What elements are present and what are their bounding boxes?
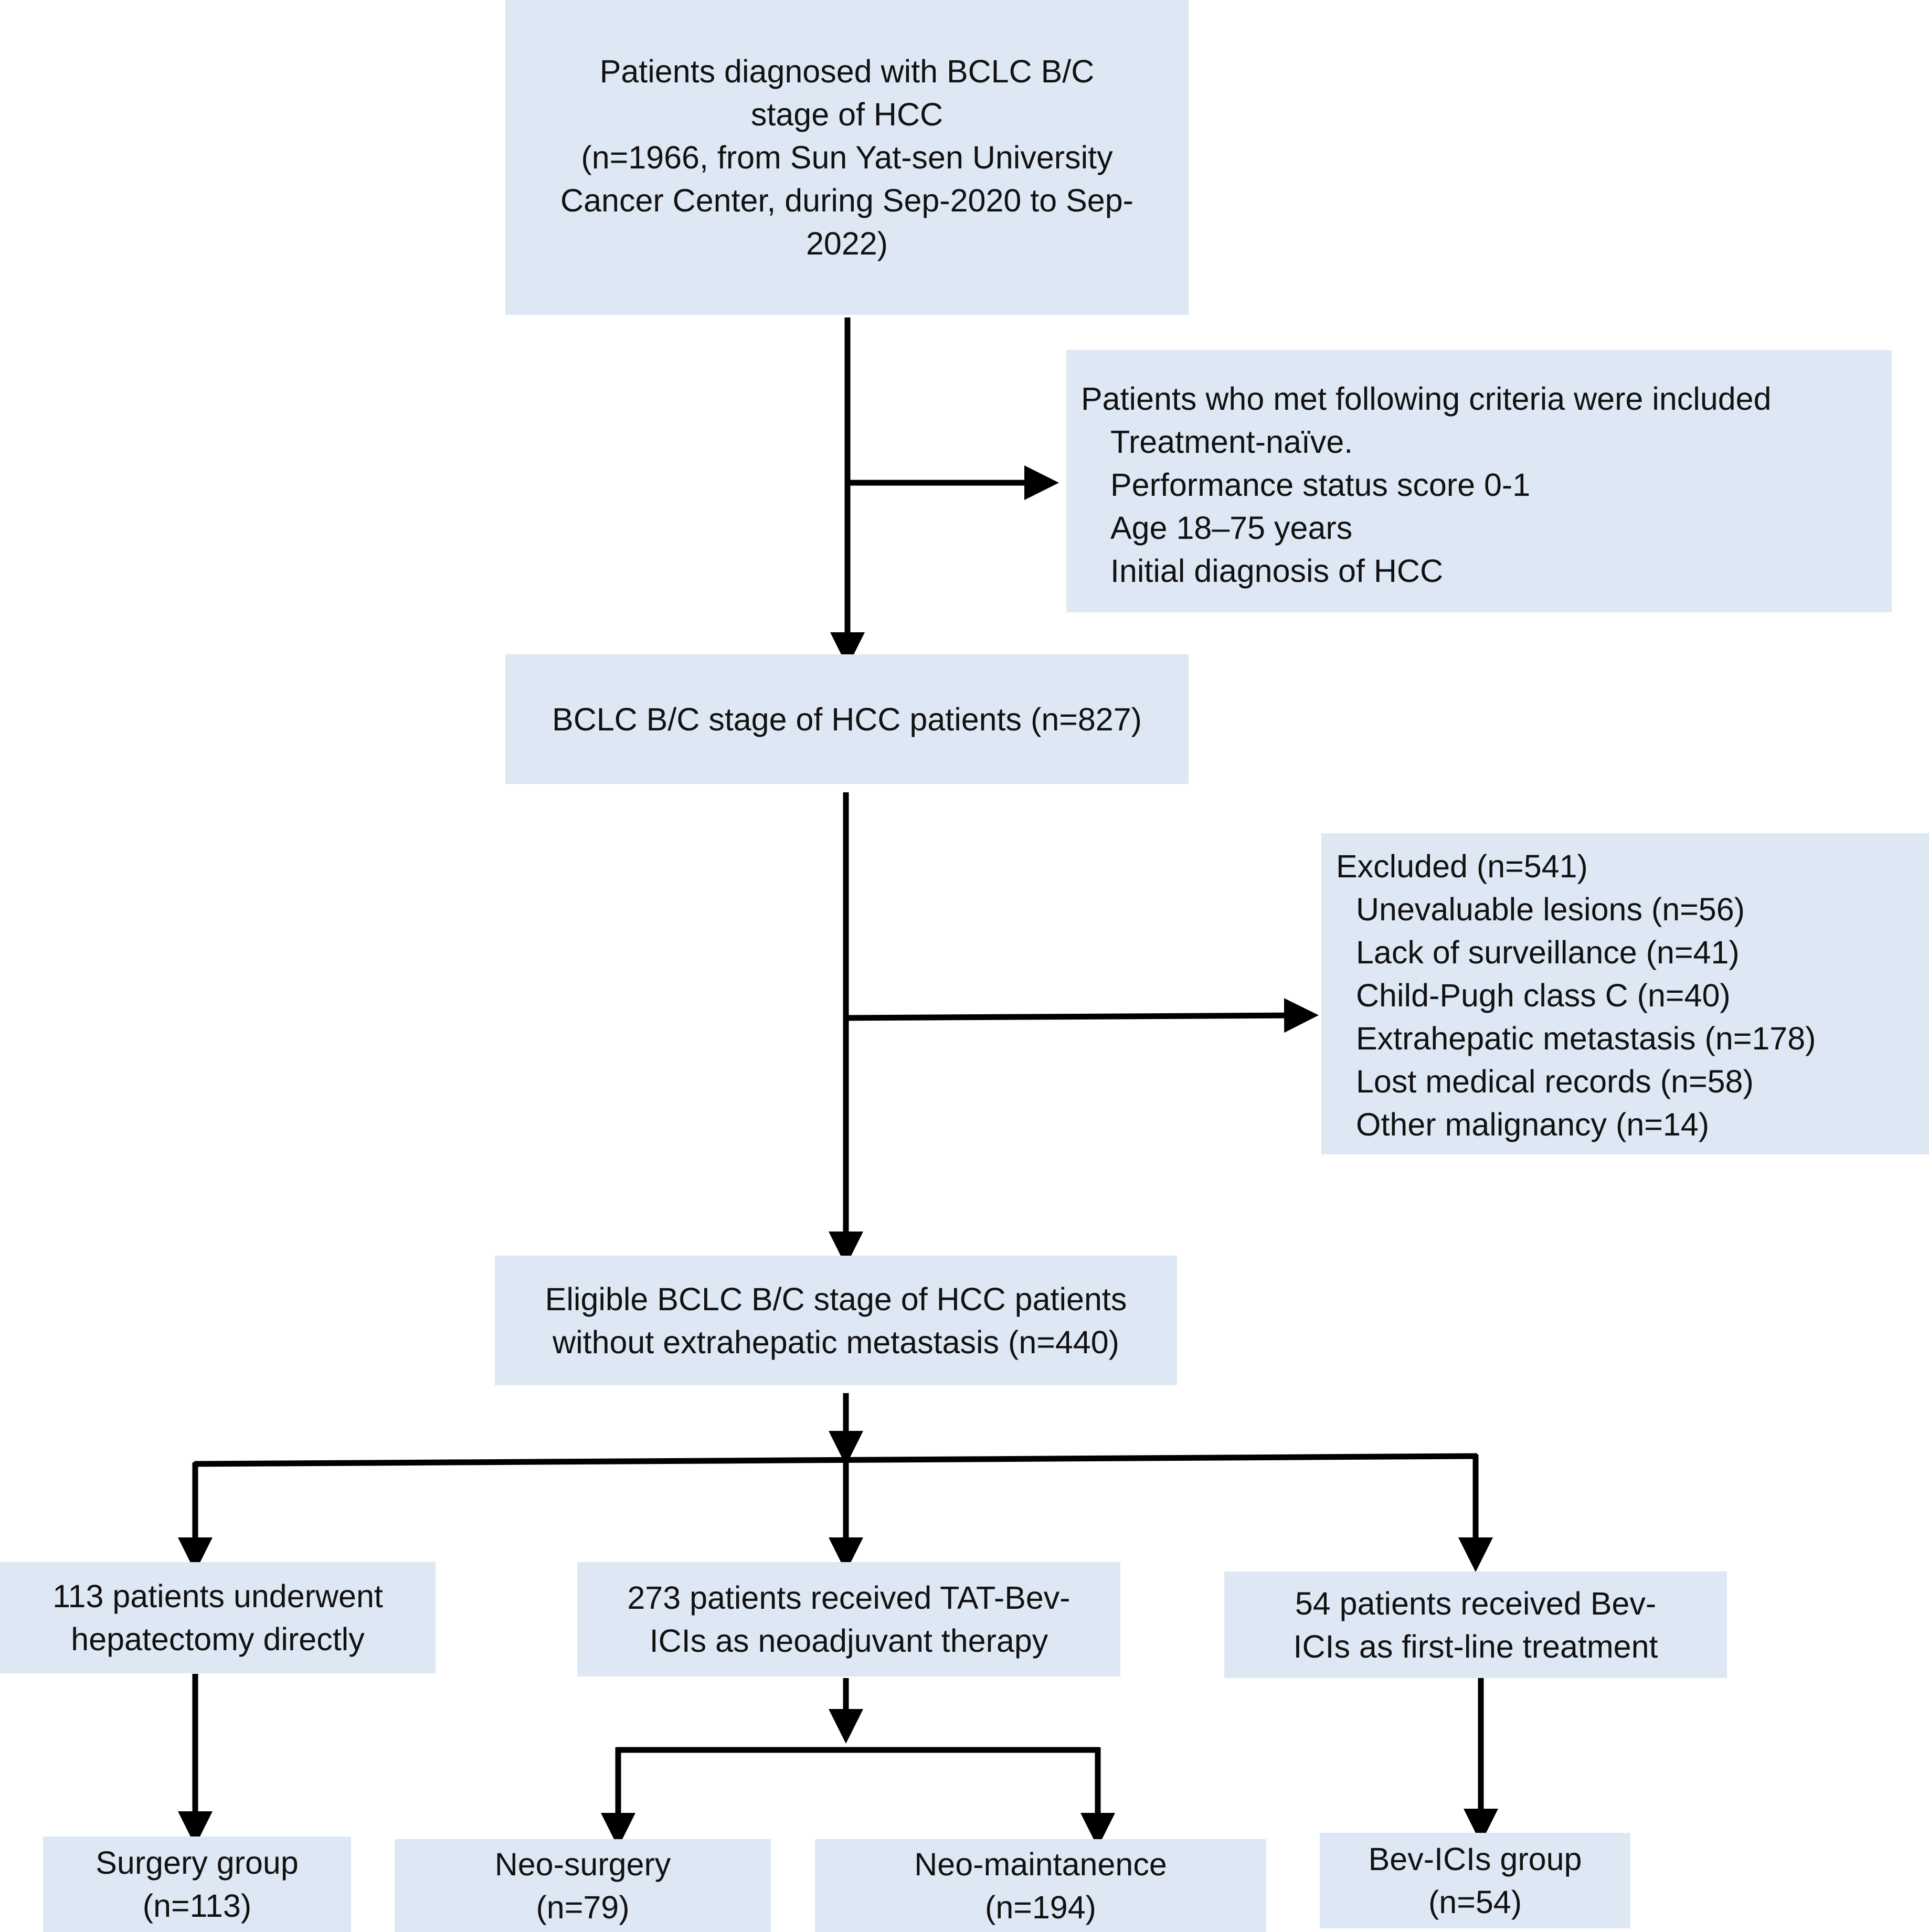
text-line: (n=113): [142, 1888, 252, 1924]
excluded-item: Extrahepatic metastasis (n=178): [1356, 1021, 1816, 1056]
text-line: hepatectomy directly: [71, 1621, 365, 1657]
text-line: Eligible BCLC B/C stage of HCC patients: [545, 1281, 1127, 1317]
text-line: ICIs as first-line treatment: [1293, 1628, 1658, 1664]
box-hepatectomy: 113 patients underwent hepatectomy direc…: [0, 1562, 436, 1673]
text-line: stage of HCC: [750, 97, 944, 132]
text-line: 54 patients received Bev-: [1295, 1585, 1657, 1621]
excluded-item: Lost medical records (n=58): [1356, 1064, 1754, 1099]
box-excluded: Excluded (n=541) Unevaluable lesions (n=…: [1321, 833, 1929, 1154]
arrow-to-excluded: [845, 998, 1319, 1033]
text-line: (n=54): [1428, 1884, 1522, 1920]
text-line: 113 patients underwent: [52, 1578, 383, 1614]
text-line: Bev-ICIs group: [1368, 1841, 1582, 1877]
inclusion-item: Age 18–75 years: [1110, 510, 1353, 546]
stage-text: BCLC B/C stage of HCC patients (n=827): [552, 701, 1142, 737]
inclusion-title: Patients who met following criteria were…: [1081, 381, 1772, 417]
box-inclusion-criteria: Patients who met following criteria were…: [1066, 350, 1892, 612]
text-line: (n=79): [536, 1889, 630, 1925]
box-neo-surgery: Neo-surgery (n=79): [395, 1839, 771, 1932]
split-line-top: [194, 1453, 1478, 1467]
box-neo-maintenance: Neo-maintanence (n=194): [815, 1839, 1266, 1932]
inclusion-item: Initial diagnosis of HCC: [1110, 553, 1444, 589]
text-line: Cancer Center, during Sep-2020 to Sep-: [560, 183, 1133, 218]
text-line: without extrahepatic metastasis (n=440): [553, 1324, 1119, 1360]
box-initial-patients-text: Patients diagnosed with BCLC B/C stage o…: [560, 50, 1133, 265]
box-bev-icis-group: Bev-ICIs group (n=54): [1320, 1833, 1630, 1928]
text-line: ICIs as neoadjuvant therapy: [649, 1623, 1048, 1659]
text-line: Patients diagnosed with BCLC B/C: [599, 54, 1095, 89]
box-surgery-group: Surgery group (n=113): [43, 1837, 351, 1932]
text-line: Surgery group: [96, 1845, 299, 1881]
excluded-item: Lack of surveillance (n=41): [1356, 935, 1740, 970]
excluded-title: Excluded (n=541): [1336, 848, 1588, 884]
box-initial-patients: Patients diagnosed with BCLC B/C stage o…: [505, 0, 1189, 315]
box-eligible-patients: Eligible BCLC B/C stage of HCC patients …: [495, 1256, 1177, 1385]
text-line: (n=194): [985, 1889, 1096, 1925]
box-bclc-stage-patients: BCLC B/C stage of HCC patients (n=827): [505, 654, 1189, 784]
box-neoadjuvant: 273 patients received TAT-Bev- ICIs as n…: [577, 1562, 1120, 1676]
text-line: Neo-surgery: [494, 1846, 671, 1882]
text-line: 2022): [805, 226, 888, 261]
excluded-item: Child-Pugh class C (n=40): [1356, 978, 1731, 1013]
inclusion-item: Treatment-naïve.: [1110, 424, 1353, 460]
excluded-item: Other malignancy (n=14): [1356, 1107, 1710, 1142]
excluded-item: Unevaluable lesions (n=56): [1356, 891, 1745, 927]
box-first-line: 54 patients received Bev- ICIs as first-…: [1224, 1572, 1727, 1678]
text-line: (n=1966, from Sun Yat-sen University: [581, 140, 1113, 175]
text-line: Neo-maintanence: [914, 1846, 1167, 1882]
inclusion-item: Performance status score 0-1: [1110, 467, 1531, 503]
text-line: 273 patients received TAT-Bev-: [627, 1580, 1071, 1616]
